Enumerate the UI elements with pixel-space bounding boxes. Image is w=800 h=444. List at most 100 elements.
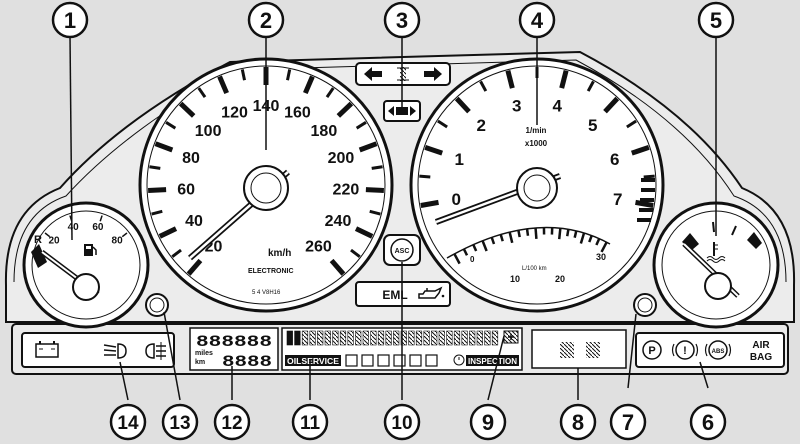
speed-tick: [350, 248, 361, 258]
speed-tick-label: 180: [311, 123, 338, 140]
rpm-tick: [424, 145, 444, 156]
economy-tick-label: 0: [470, 255, 475, 264]
temp-tick: [712, 221, 715, 233]
oil-can-icon: [418, 286, 445, 299]
service-bar-segment: [309, 330, 316, 346]
speedometer-ticks: [148, 67, 384, 276]
callout-12-label: 12: [221, 413, 242, 434]
leader-line-14: [119, 361, 129, 401]
callout-2: 2: [247, 1, 285, 39]
callout-8-label: 8: [572, 410, 584, 435]
callout-10: 10: [383, 403, 421, 441]
fuel-tick: [44, 232, 51, 238]
economy-gauge-ticks: [453, 227, 608, 265]
service-bar-segment: [294, 330, 301, 346]
service-dot-segment: [425, 354, 438, 367]
callout-4: 4: [518, 1, 556, 39]
callout-7-label: 7: [622, 410, 634, 435]
speed-tick: [165, 121, 177, 130]
economy-tick: [557, 228, 562, 240]
service-dot-segment: [345, 354, 358, 367]
speed-tick: [186, 258, 203, 276]
svg-text:!: !: [683, 345, 687, 357]
odometer-unit-miles: miles: [195, 350, 213, 357]
check-control-segment-left: [560, 342, 574, 358]
service-bar-segment: [423, 330, 430, 346]
trip-odometer-digits: 8888: [222, 353, 272, 371]
rpm-tick: [419, 174, 431, 179]
economy-tick: [573, 230, 578, 238]
callout-13-label: 13: [169, 413, 190, 434]
eml-label: EML: [382, 288, 407, 302]
service-clock-icon: [453, 354, 465, 366]
speedometer-unit: km/h: [268, 248, 291, 259]
service-dot-segment: [409, 354, 422, 367]
callout-1-label: 1: [64, 8, 76, 33]
speed-tick-label: 100: [195, 123, 222, 140]
speed-tick-label: 160: [284, 104, 311, 121]
service-bar-segment: [370, 330, 377, 346]
rpm-tick: [603, 96, 620, 114]
speed-tick: [365, 187, 384, 193]
svg-text:P: P: [648, 345, 655, 357]
tachometer-unit-line1: 1/min: [526, 126, 547, 135]
service-bar-segment: [377, 330, 385, 346]
tachometer-redline: [637, 178, 655, 222]
rpm-tick: [643, 174, 655, 179]
economy-tick: [508, 231, 514, 244]
service-dot-segment: [377, 354, 390, 367]
callout-11: 11: [291, 403, 329, 441]
rpm-tick-label: 4: [552, 97, 562, 116]
economy-tick: [462, 248, 469, 256]
rpm-tick-label: 1: [455, 150, 464, 169]
speed-tick-label: 200: [328, 150, 355, 167]
economy-tick-label: 10: [510, 274, 520, 284]
left-turn-arrow-icon: [364, 67, 382, 81]
temp-needle-hub: [704, 272, 732, 300]
tachometer-hub-inner: [523, 174, 551, 202]
speed-tick: [354, 226, 374, 239]
coolant-temperature-gauge: [652, 201, 780, 329]
service-bar-segment: [286, 330, 293, 346]
tachometer-unit-line2: x1000: [525, 139, 548, 148]
service-bar-segment: [415, 330, 423, 346]
leader-line-9: [487, 335, 505, 401]
callout-9-label: 9: [482, 410, 494, 435]
battery-fog-indicator-block: [21, 332, 175, 368]
service-bar-segment: [408, 330, 415, 346]
speed-tick: [148, 187, 167, 193]
economy-gauge-unit: L/100 km: [522, 266, 547, 272]
callout-3-label: 3: [396, 8, 408, 33]
speed-tick-label: 260: [305, 238, 332, 255]
battery-icon: [35, 341, 59, 358]
service-bar-segment: [469, 330, 476, 346]
callout-5: 5: [697, 1, 735, 39]
leader-line-6: [699, 361, 709, 389]
front-fog-light-icon: [103, 343, 127, 359]
callout-9: 9: [469, 403, 507, 441]
rpm-tick-label: 0: [452, 190, 461, 209]
callout-12: 12: [213, 403, 251, 441]
service-bar-segment: [438, 330, 445, 346]
left-indicator-lamp-inner: [149, 297, 165, 313]
service-bar-segment: [324, 330, 331, 346]
rpm-tick: [559, 70, 569, 89]
callout-1: 1: [51, 1, 89, 39]
turn-signal-indicator-box: [355, 62, 451, 86]
abs-warning-icon: ABS: [704, 340, 732, 360]
service-bar-segment: [400, 330, 407, 346]
right-indicator-lamp: [633, 293, 657, 317]
speed-tick: [329, 258, 346, 276]
check-control-display: [531, 329, 627, 369]
rpm-tick: [586, 80, 595, 92]
service-bar-segment: [355, 330, 362, 346]
service-bar-segment: [393, 330, 400, 346]
coolant-temperature-icon: [706, 242, 726, 263]
callout-7: 7: [609, 403, 647, 441]
economy-gauge-arc: [446, 226, 611, 259]
callout-13: 13: [161, 403, 199, 441]
economy-tick: [490, 236, 496, 245]
speed-tick: [178, 101, 196, 118]
